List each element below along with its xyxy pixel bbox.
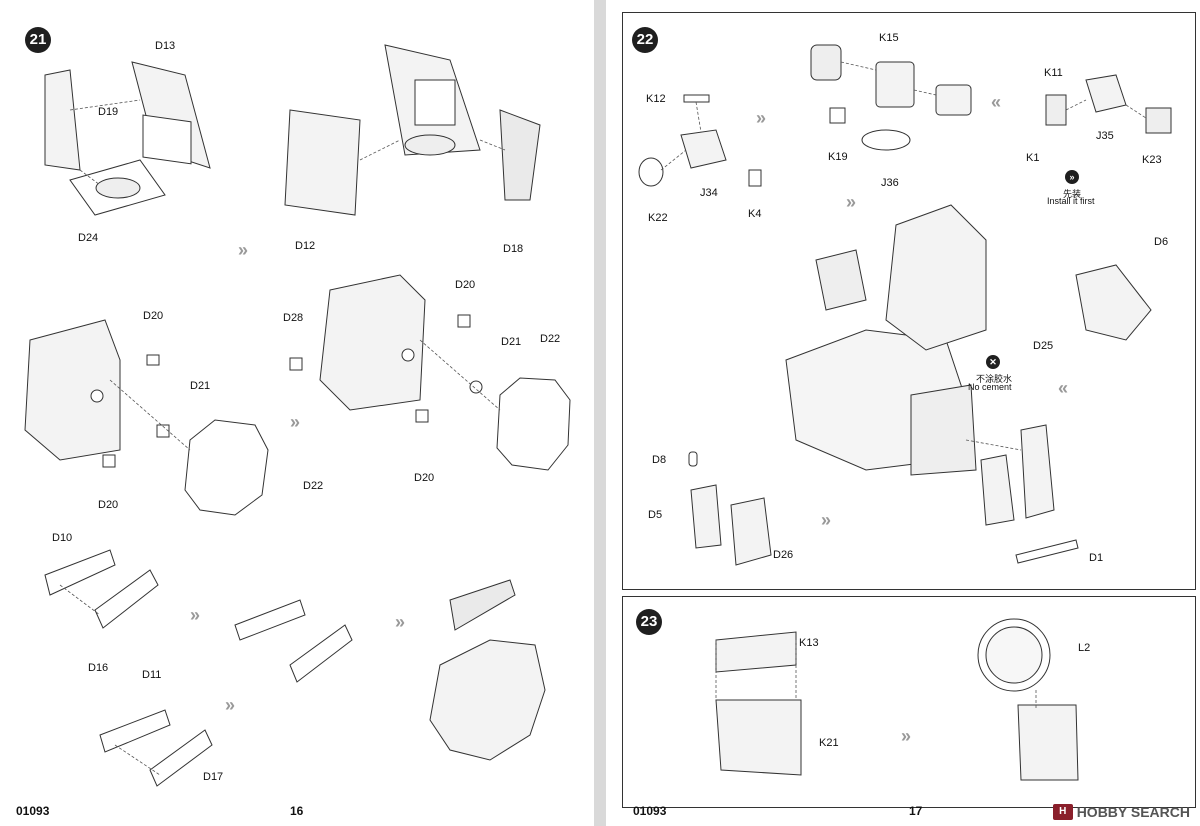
step-badge-23: 23	[636, 609, 662, 635]
label-d20-d: D20	[414, 472, 435, 484]
product-code: 01093	[16, 804, 50, 818]
page-number: 16	[290, 804, 304, 818]
no-cement-cn: 不涂胶水	[976, 374, 1013, 384]
product-code: 01093	[633, 804, 667, 818]
arrow-icon: »	[290, 412, 301, 432]
label-d20-a: D20	[143, 310, 164, 322]
label-d20-b: D20	[98, 499, 119, 511]
label-k19: K19	[828, 151, 848, 163]
install-first-icon: »	[1065, 170, 1079, 184]
label-d22-a: D22	[303, 480, 324, 492]
step-22-23-drawings	[638, 44, 1172, 781]
watermark-logo: H	[1052, 804, 1073, 820]
arrow-icon: »	[190, 605, 201, 625]
arrow-icon: »	[901, 726, 912, 746]
label-d24: D24	[78, 232, 99, 244]
label-d21-b: D21	[501, 336, 522, 348]
label-d1: D1	[1089, 552, 1104, 564]
step-22-frame	[622, 12, 1196, 590]
label-d22-b: D22	[540, 333, 561, 345]
label-d26: D26	[773, 549, 794, 561]
label-l2: L2	[1078, 642, 1091, 654]
label-d11: D11	[142, 669, 162, 681]
right-page: 22 23	[606, 0, 1200, 826]
arrow-icon: «	[1058, 378, 1069, 398]
arrow-icon: »	[238, 240, 249, 260]
label-j35: J35	[1096, 130, 1114, 142]
label-k12: K12	[646, 93, 666, 105]
arrow-icon: »	[395, 612, 406, 632]
label-d13: D13	[155, 40, 176, 52]
label-k22: K22	[648, 212, 668, 224]
page-gutter	[594, 0, 606, 826]
arrow-icon: »	[756, 108, 767, 128]
page-number: 17	[909, 804, 923, 818]
label-k4: K4	[748, 208, 762, 220]
label-d5: D5	[648, 509, 663, 521]
arrow-icon: »	[846, 192, 857, 212]
no-cement-en: No cement	[968, 382, 1012, 392]
label-d6: D6	[1154, 236, 1169, 248]
arrow-icon: »	[821, 510, 832, 530]
watermark: H HOBBY SEARCH	[1052, 804, 1190, 820]
install-first-cn: 先装	[1063, 189, 1082, 199]
label-d28: D28	[283, 312, 304, 324]
label-d12: D12	[295, 240, 316, 252]
label-d18: D18	[503, 243, 524, 255]
label-k15: K15	[879, 32, 899, 44]
label-k1: K1	[1026, 152, 1040, 164]
label-d19: D19	[98, 106, 119, 118]
label-d21-a: D21	[190, 380, 211, 392]
label-d16: D16	[88, 662, 109, 674]
label-d17: D17	[203, 771, 224, 783]
install-first-en: Install it first	[1047, 196, 1095, 206]
label-k13: K13	[799, 637, 819, 649]
watermark-text: HOBBY SEARCH	[1076, 804, 1190, 820]
label-d8: D8	[652, 454, 667, 466]
arrow-icon: »	[225, 695, 236, 715]
step-badge-21: 21	[25, 27, 51, 53]
label-d20-c: D20	[455, 279, 476, 291]
no-cement-icon: ✕	[986, 355, 1000, 369]
left-page: 21	[0, 0, 594, 826]
label-d10: D10	[52, 532, 73, 544]
arrow-icon: «	[991, 92, 1002, 112]
step-21-drawings	[24, 44, 571, 787]
label-k23: K23	[1142, 154, 1162, 166]
label-k21: K21	[819, 737, 839, 749]
label-k11: K11	[1044, 67, 1063, 79]
step-badge-22: 22	[632, 27, 658, 53]
label-d25: D25	[1033, 340, 1054, 352]
step-23-frame	[622, 596, 1196, 808]
label-j34: J34	[700, 187, 718, 199]
label-j36: J36	[881, 177, 899, 189]
